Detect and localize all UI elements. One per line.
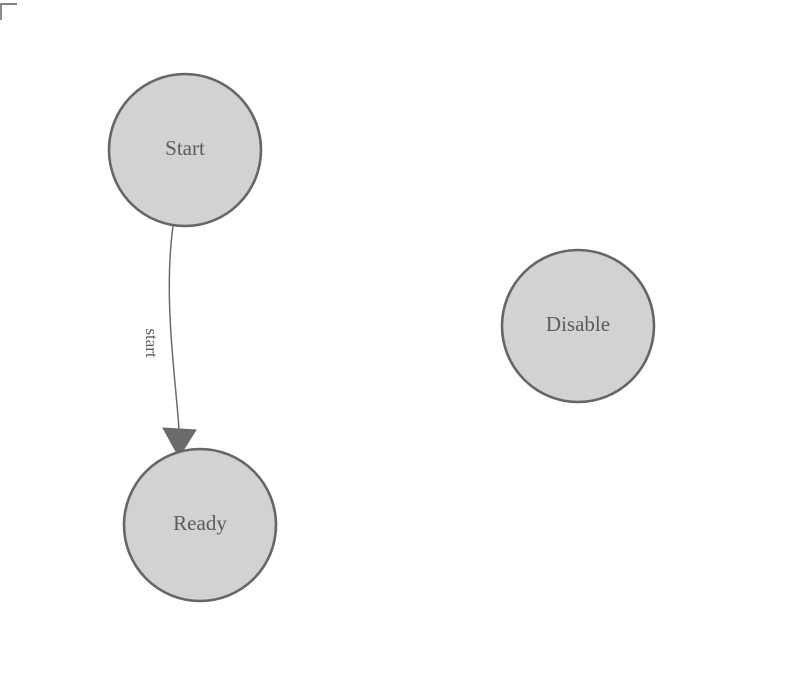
arrowhead-icon: [162, 427, 197, 458]
node-start-circle[interactable]: [107, 72, 263, 228]
node-disable-circle[interactable]: [500, 248, 656, 404]
corner-mark-icon: [0, 3, 17, 20]
node-start-label: Start: [165, 136, 205, 160]
node-ready-label: Ready: [173, 511, 227, 535]
node-disable-label: Disable: [546, 312, 610, 336]
edge-line: [168, 225, 180, 431]
edge-start-to-ready[interactable]: start: [142, 225, 197, 458]
node-ready-circle[interactable]: [122, 447, 278, 603]
node-start[interactable]: Start: [107, 72, 263, 228]
node-ready[interactable]: Ready: [122, 447, 278, 603]
node-disable[interactable]: Disable: [500, 248, 656, 404]
edge-label-start: start: [142, 328, 161, 358]
